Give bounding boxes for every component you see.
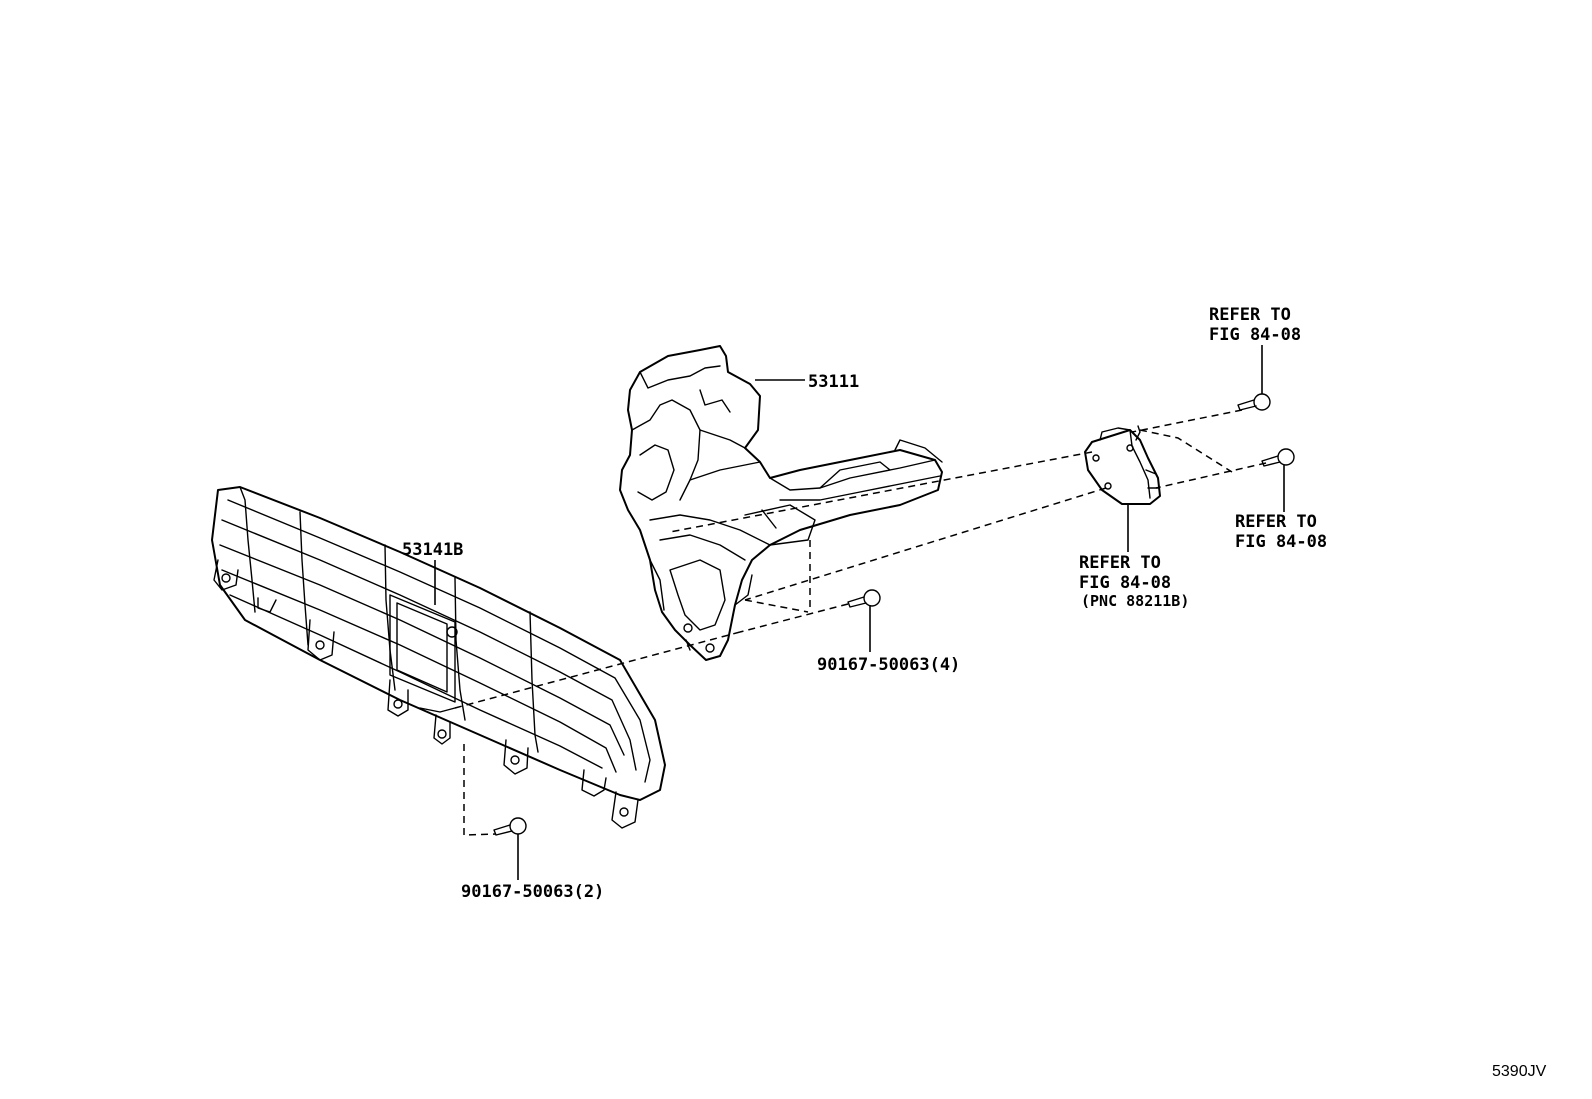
label-refer-right-2: FIG 84-08 [1235,532,1327,552]
leader-lines [434,345,1285,880]
screw-icon-top-right [1237,393,1271,411]
screw-icon-bottom [493,817,527,836]
label-refer-sensor-1: REFER TO [1079,553,1161,573]
grille-53141b [211,486,666,829]
screw-icon-right [1261,448,1295,467]
diagram-code: 5390JV [1492,1063,1547,1080]
label-refer-sensor-3: (PNC 88211B) [1081,592,1189,610]
label-refer-top-2: FIG 84-08 [1209,325,1301,345]
label-refer-sensor-2: FIG 84-08 [1079,573,1171,593]
label-bracket: 53111 [808,372,859,392]
sensor-module [1084,425,1161,505]
label-grille: 53141B [402,540,463,560]
assembly-lines [454,409,1267,836]
bracket-53111 [619,345,943,661]
screw-icon-mid [847,589,881,608]
label-screw-mid: 90167-50063(4) [817,655,960,675]
label-refer-right-1: REFER TO [1235,512,1317,532]
label-refer-top-1: REFER TO [1209,305,1291,325]
label-screw-small: 90167-50063(2) [461,882,604,902]
